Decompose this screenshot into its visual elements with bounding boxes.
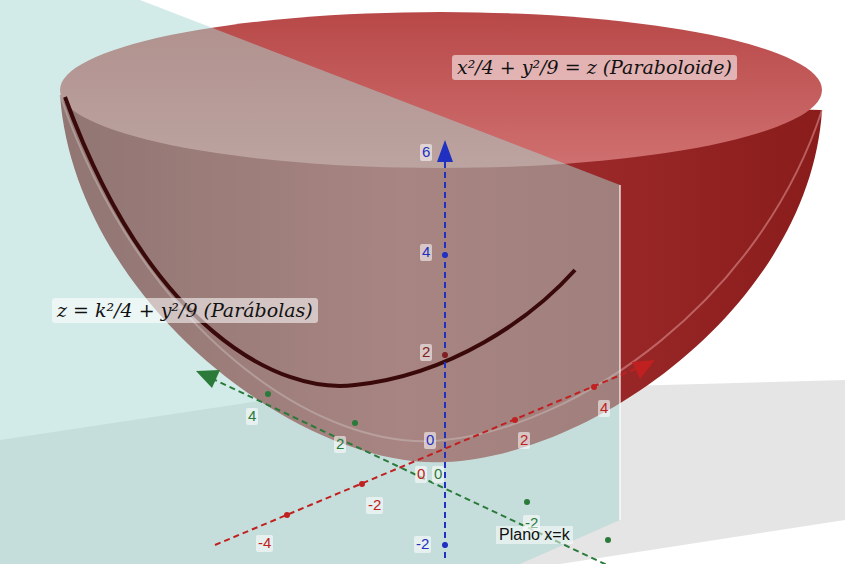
tick-number: 2 [420, 344, 432, 361]
tick-number: 4 [420, 244, 432, 261]
plane-edge [619, 185, 621, 520]
tick-number: 0 [432, 466, 444, 483]
tick-number: 4 [246, 408, 258, 425]
x-axis [215, 369, 635, 545]
equation-label: z = k²/4 + y²/9 (Parábolas) [52, 298, 318, 323]
plane-label: Plano x=k [496, 526, 573, 544]
tick-number: -2 [366, 497, 383, 514]
tick-number: -4 [256, 535, 273, 552]
tick-number: 4 [598, 400, 610, 417]
z-axis [444, 160, 446, 558]
tick-number: 2 [518, 432, 530, 449]
y-arrow [196, 370, 220, 388]
tick-number: -2 [414, 536, 431, 553]
tick-number: 6 [420, 144, 432, 161]
tick-number: 0 [415, 466, 427, 483]
equation-label: x²/4 + y²/9 = z (Paraboloide) [452, 55, 737, 80]
parabola-curve [65, 97, 575, 386]
y-axis [215, 380, 660, 564]
tick-number: 0 [424, 432, 436, 449]
tick-number: 2 [334, 436, 346, 453]
x-arrow [632, 360, 655, 379]
z-arrow [437, 140, 453, 162]
plane-x-k [0, 0, 620, 564]
